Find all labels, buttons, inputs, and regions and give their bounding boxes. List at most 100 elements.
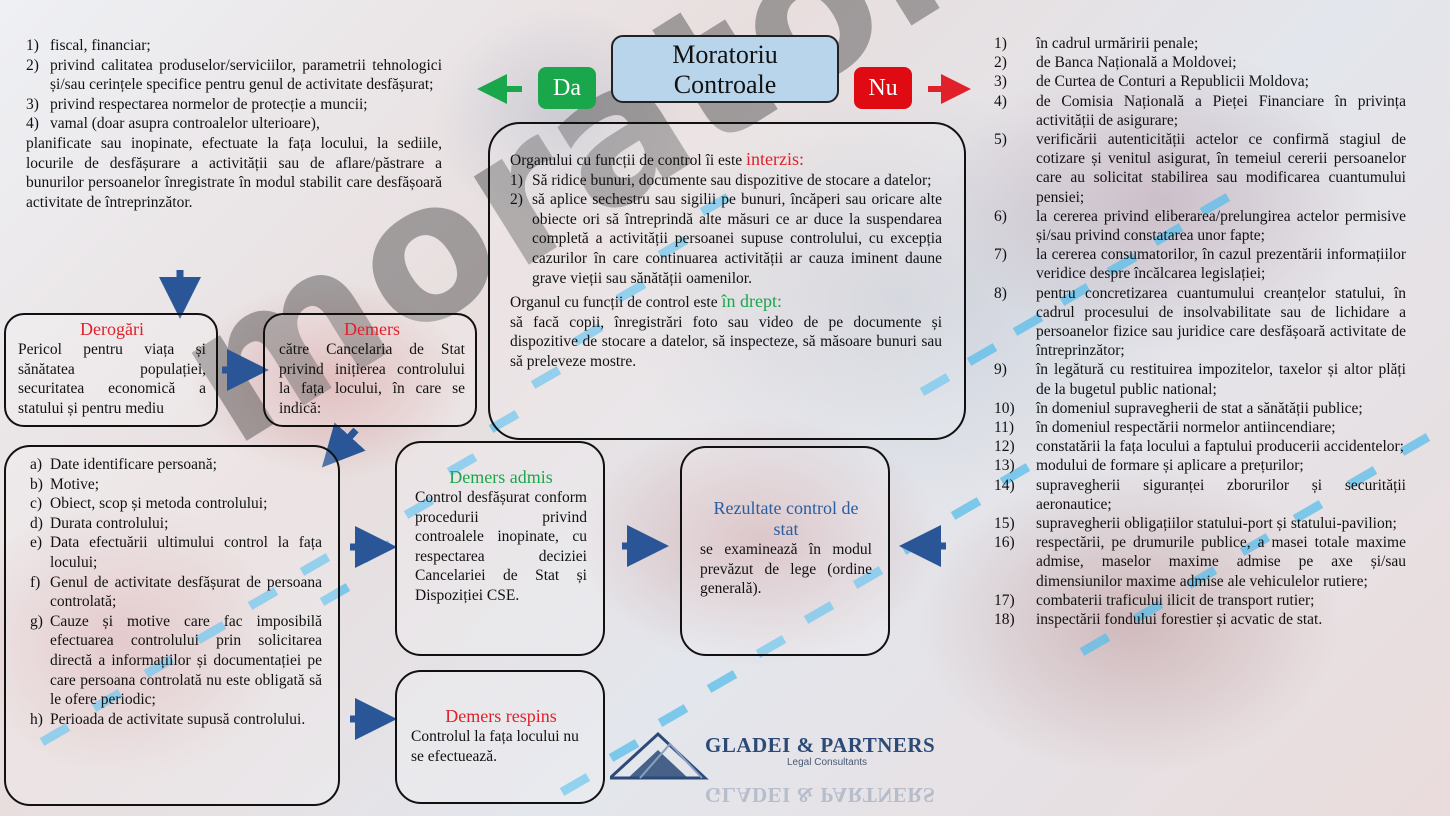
rezultate-box: Rezultate control de stat se examinează … <box>680 446 890 656</box>
criteria-item-number: f) <box>30 573 41 591</box>
no-list-item-number: 7) <box>994 246 1007 264</box>
criteria-item-text: Date identificare persoană; <box>50 456 217 473</box>
no-list-item-text: în cadrul urmăririi penale; <box>1036 35 1199 52</box>
no-list-item-text: supravegherii siguranței zborurilor și s… <box>1036 476 1406 513</box>
criteria-item: e) Data efectuării ultimului control la f… <box>30 533 322 572</box>
no-list-item: 5)verificării autenticității actelor ce … <box>994 130 1406 207</box>
no-list-item-text: la cererea consumatorilor, în cazul prez… <box>1036 246 1406 283</box>
no-list-item: 16)respectării, pe drumurile publice, a … <box>994 533 1406 591</box>
criteria-item-text: Motive; <box>50 475 100 493</box>
no-list-item-text: de Curtea de Conturi a Republicii Moldov… <box>1036 73 1309 91</box>
yes-list-item-text: privind calitatea produselor/serviciilor… <box>50 56 442 94</box>
criteria-item: d) Durata controlului; <box>30 514 322 534</box>
forbidden-item-number: 1) <box>510 171 523 189</box>
criteria-item-text: Cauze și motive care fac imposibilă efec… <box>50 612 322 709</box>
respins-text: Controlul la fața locului nu se efectuea… <box>411 728 579 765</box>
criteria-item: a) Date identificare persoană; <box>30 455 322 475</box>
no-list-item-number: 12) <box>994 438 1015 456</box>
no-list-item: 17)combaterii traficului ilicit de trans… <box>994 591 1406 610</box>
criteria-item-text: Durata controlului; <box>50 514 169 532</box>
criteria-item-text: Perioada de activitate supusă controlulu… <box>50 710 306 728</box>
no-pill: Nu <box>854 67 912 109</box>
title-box: Moratoriu Controale <box>611 35 839 103</box>
yes-list-item-number: 4) <box>26 115 39 133</box>
allowed-label: în drept: <box>721 291 782 312</box>
no-list-item: 1) în cadrul urmăririi penale; <box>994 34 1406 53</box>
no-list-item-text: modului de formare și aplicare a prețuri… <box>1036 457 1304 475</box>
yes-list: 1)fiscal, financiar;2)privind calitatea … <box>26 36 442 134</box>
no-list-item-number: 9) <box>994 361 1007 379</box>
yes-list-item-number: 1) <box>26 37 39 54</box>
criteria-item-text: Obiect, scop și metoda controlului; <box>50 495 268 513</box>
no-list-item: 7) la cererea consumatorilor, în cazul pr… <box>994 245 1406 283</box>
no-list-item-text: în domeniul supravegherii de stat a sănă… <box>1036 399 1363 417</box>
no-list-item: 18)inspectării fondului forestier și acv… <box>994 610 1406 629</box>
no-list-item-text: la cererea privind eliberarea/prelungire… <box>1036 207 1406 245</box>
no-list-item: 3) de Curtea de Conturi a Republicii Mold… <box>994 72 1406 91</box>
criteria-item-number: h) <box>30 710 43 728</box>
yes-list-item-text: privind respectarea normelor de protecți… <box>50 95 368 113</box>
no-list-item-text: combaterii traficului ilicit de transpor… <box>1036 591 1315 609</box>
criteria-item-number: a) <box>30 456 43 473</box>
no-list-item-text: inspectării fondului forestier și acvati… <box>1036 611 1323 629</box>
allowed-intro: Organul cu funcții de control este în dr… <box>510 291 942 313</box>
yes-list-item: 4) vamal (doar asupra controalelor ulteri… <box>26 114 442 134</box>
respins-box: Demers respins Controlul la fața locului… <box>395 670 605 804</box>
yes-list-block: 1)fiscal, financiar;2)privind calitatea … <box>26 36 442 212</box>
arrow-demers-to-criteria <box>321 422 366 468</box>
allowed-text: să facă copii, înregistrări foto sau vid… <box>510 313 942 370</box>
no-list-item-text: pentru concretizarea cuantumului creanțe… <box>1036 284 1406 360</box>
logo-name: GLADEI & PARTNERS <box>705 733 936 757</box>
no-list-item-number: 4) <box>994 92 1007 110</box>
no-list-item: 8) pentru concretizarea cuantumului crean… <box>994 284 1406 361</box>
yes-pill: Da <box>538 67 596 109</box>
title-line-1: Moratoriu <box>672 40 778 69</box>
forbidden-item-number: 2) <box>510 191 523 209</box>
forbidden-intro: Organului cu funcții de control îi este … <box>510 149 942 171</box>
forbidden-intro-text: Organului cu funcții de control îi este <box>510 152 747 169</box>
no-list-item-text: verificării autenticității actelor ce co… <box>1036 131 1406 206</box>
criteria-item-number: d) <box>30 514 43 532</box>
no-list-item-number: 6) <box>994 207 1007 225</box>
criteria-item-text: Genul de activitate desfășurat de persoa… <box>50 573 322 611</box>
criteria-item: c) Obiect, scop și metoda controlului; <box>30 494 322 514</box>
no-list-item-number: 14) <box>994 476 1015 494</box>
demers-text: către Cancelaria de Stat privind inițier… <box>279 341 465 417</box>
no-list-item-text: în domeniul respectării normelor antiinc… <box>1036 419 1336 437</box>
no-list-item: 13)modului de formare și aplicare a preț… <box>994 456 1406 475</box>
criteria-item-number: e) <box>30 534 43 552</box>
forbidden-item-text: Să ridice bunuri, documente sau dispozit… <box>532 171 932 189</box>
no-list-item-number: 3) <box>994 73 1007 91</box>
no-list-item: 9) în legătură cu restituirea impozitelor… <box>994 360 1406 398</box>
derogari-title: Derogări <box>80 319 144 339</box>
forbidden-item-text: să aplice sechestru sau sigilii pe bunur… <box>532 191 942 287</box>
criteria-item: b)Motive; <box>30 475 322 495</box>
no-list-item-text: respectării, pe drumurile publice, a mas… <box>1036 534 1406 590</box>
no-list-block: 1)în cadrul urmăririi penale;2)de Banca … <box>994 34 1406 629</box>
no-list-item-text: constatării la fața locului a faptului p… <box>1036 438 1404 456</box>
no-list-item: 4)de Comisia Națională a Pieței Financia… <box>994 92 1406 130</box>
yes-list-item-text: vamal (doar asupra controalelor ulterioa… <box>50 115 320 133</box>
allowed-intro-text: Organul cu funcții de control este <box>510 294 722 312</box>
derogari-box: Derogări Pericol pentru viața și sănătat… <box>4 313 218 427</box>
no-list-item-number: 2) <box>994 54 1007 72</box>
no-list-item: 11)în domeniul respectării normelor anti… <box>994 418 1406 437</box>
criteria-item-number: c) <box>30 495 43 513</box>
gladei-logo-icon <box>610 731 709 780</box>
no-list: 1)în cadrul urmăririi penale;2)de Banca … <box>994 34 1406 629</box>
forbidden-item: 1) Să ridice bunuri, documente sau dispoz… <box>510 171 942 191</box>
forbidden-label: interzis: <box>746 149 805 169</box>
title-line-2: Controale <box>673 70 777 99</box>
admis-title: Demers admis <box>449 467 553 487</box>
yes-list-item-number: 2) <box>26 56 39 74</box>
demers-title: Demers <box>344 319 400 339</box>
respins-title: Demers respins <box>445 706 557 726</box>
rezultate-text: se examinează în modul prevăzut de lege … <box>700 541 872 598</box>
no-list-item-text: în legătură cu restituirea impozitelor, … <box>1036 361 1406 398</box>
criteria-box: a) Date identificare persoană; b)Motive;c)… <box>4 445 340 806</box>
demers-box: Demers către Cancelaria de Stat privind … <box>263 313 477 427</box>
no-list-item-number: 8) <box>994 284 1007 302</box>
no-list-item-number: 1) <box>994 35 1007 52</box>
criteria-item-text: Data efectuării ultimului control la faț… <box>50 534 322 571</box>
